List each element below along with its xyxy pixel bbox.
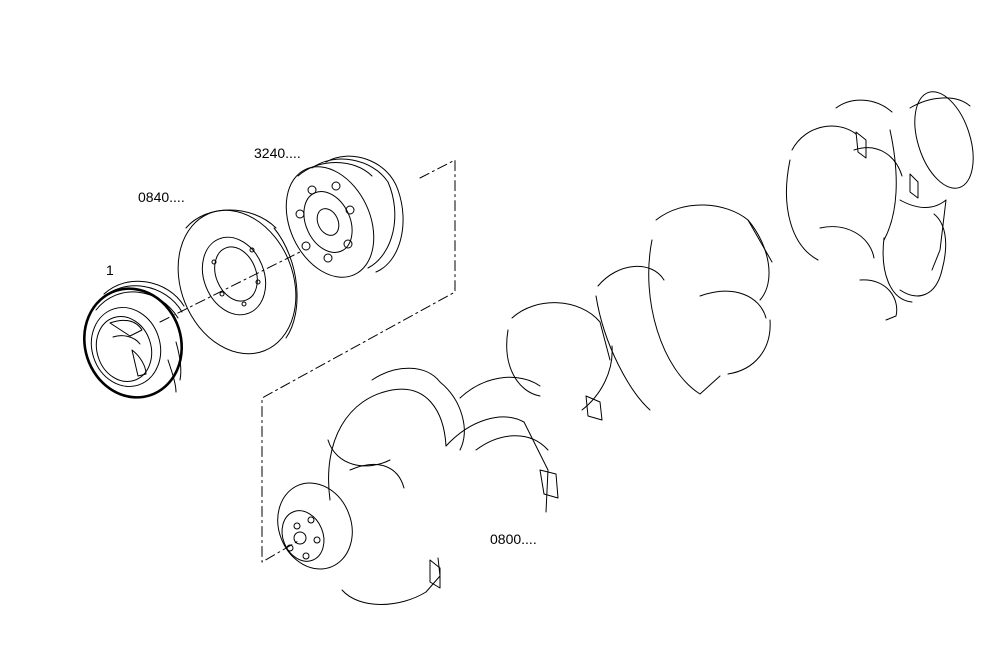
crankshaft-part xyxy=(277,91,974,605)
part-label-crankshaft: 0800.... xyxy=(490,531,537,547)
pulley-disc-part xyxy=(177,209,298,355)
damper-pulley-part xyxy=(82,280,185,399)
hub-pulley-part xyxy=(285,155,404,278)
part-label-damper: 1 xyxy=(106,262,114,278)
part-label-hub: 3240.... xyxy=(254,145,301,161)
part-label-pulley: 0840.... xyxy=(138,189,185,205)
assembly-guide-lines xyxy=(159,159,456,563)
